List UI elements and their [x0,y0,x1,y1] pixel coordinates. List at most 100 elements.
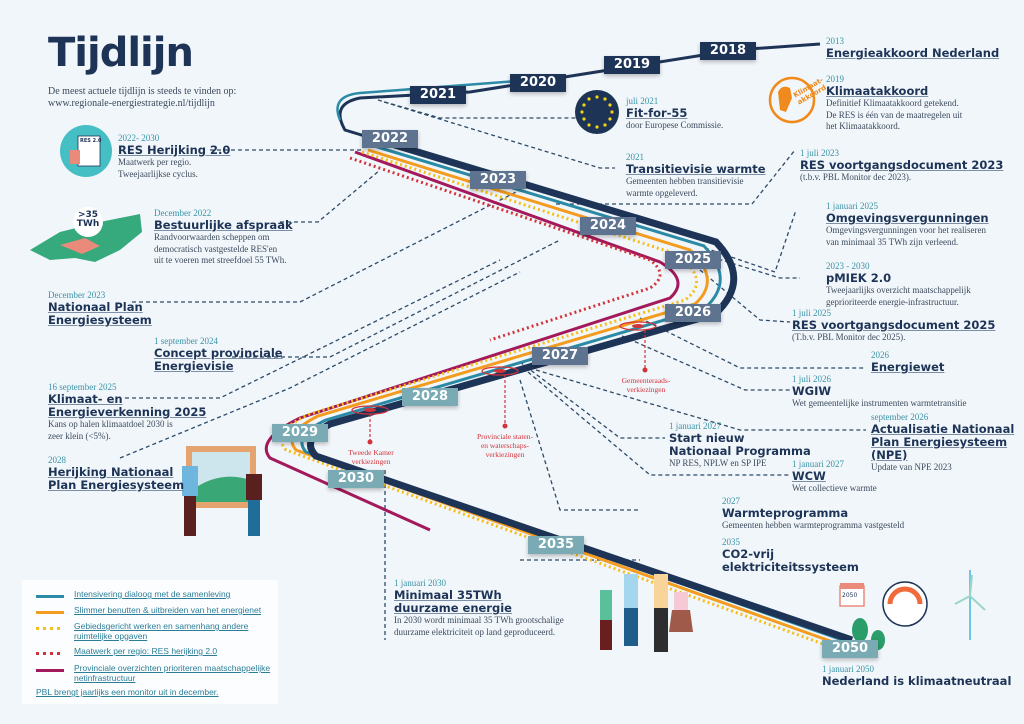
event-date: 1 juli 2025 [792,308,832,318]
event-text: Tweejaarlijks overzicht maatschappelijk [826,285,971,295]
event-text: geprioriteerde energie-infrastructuur. [826,296,959,307]
event-energiewet[interactable]: 2026 Energiewet [871,350,944,374]
election-text: verkiezingen [626,385,666,394]
event-date: 2028 [48,455,66,465]
intro-url-link[interactable]: www.regionale-energiestrategie.nl/tijdli… [48,98,215,109]
road-teal-early [336,78,531,121]
legend-item[interactable]: Maatwerk per regio: RES herijking 2.0 [36,646,217,657]
legend-label: Gebiedsgericht werken en samenhang ander… [74,621,248,641]
event-text: De RES is één van de maatregelen uit [826,109,963,120]
legend-footer-link[interactable]: PBL brengt jaarlijks een monitor uit in … [36,687,219,697]
event-text: NP RES, NPLW en SP IPE [669,458,767,468]
year-label-2027: 2027 [532,347,588,365]
eu-flag-icon [575,90,619,134]
year-label-2035: 2035 [528,536,584,554]
legend-label: Slimmer benutten & uitbreiden van het en… [74,605,262,615]
event-title-link[interactable]: Energievisie [154,359,234,373]
page-title: Tijdlijn [48,30,194,76]
event-title-link[interactable]: RES Herijking 2.0 [118,143,231,157]
event-title: Nederland is klimaatneutraal [822,674,1012,688]
event-bestuurlijke-afspraak[interactable]: December 2022 Bestuurlijke afspraak Rand… [154,208,293,267]
event-date: 1 januari 2027 [792,459,844,469]
event-title: elektriciteitssysteem [722,560,859,574]
election-text: Gemeenteraads- [621,376,671,385]
event-pmiek[interactable]: 2023 - 2030 pMIEK 2.0 Tweejaarlijks over… [826,261,971,308]
legend-label: Provinciale overzichten prioriteren maat… [74,663,270,683]
event-text: warmte opgeleverd. [626,187,698,198]
event-energieakkoord[interactable]: 2013 Energieakkoord Nederland [826,36,999,60]
event-title-link[interactable]: Herijking Nationaal [48,465,174,479]
year-label-2020: 2020 [510,74,566,92]
event-date: juli 2021 [626,96,659,106]
event-title-link[interactable]: Energiewet [871,360,945,374]
event-title-link[interactable]: RES voortgangsdocument 2023 [800,158,1004,172]
event-res-herijking[interactable]: 2022- 2030 RES Herijking 2.0 Maatwerk pe… [118,133,230,180]
legend-item[interactable]: Intensivering dialoog met de samenleving [36,589,230,600]
event-text: Kans op halen klimaatdoel 2030 is [48,419,173,429]
event-title-link[interactable]: Plan Energiesysteem [48,478,185,492]
event-start-np[interactable]: 1 januari 2027 Start nieuw Nationaal Pro… [669,421,811,470]
event-text: In 2030 wordt minimaal 35 TWh grootschal… [394,615,564,625]
event-title-link[interactable]: Nationaal Plan [48,300,143,314]
event-text: Maatwerk per regio. [118,157,192,167]
event-res-voortgang-2023[interactable]: 1 juli 2023 RES voortgangsdocument 2023 … [800,148,1003,184]
event-actualisatie-npe[interactable]: september 2026 Actualisatie Nationaal Pl… [871,412,1024,474]
event-date: 16 september 2025 [48,382,117,392]
event-title-link[interactable]: Energieakkoord Nederland [826,46,1000,60]
election-text: Provinciale staten- [476,432,534,441]
event-title-link[interactable]: duurzame energie [394,601,512,615]
election-tweede-kamer: Tweede Kamer verkiezingen [336,448,406,466]
event-concept-provinciale[interactable]: 1 september 2024 Concept provinciale Ene… [154,336,283,373]
legend-item[interactable]: Gebiedsgericht werken en samenhang ander… [36,621,248,641]
twh-badge: >35 TWh [76,211,100,229]
year-label-2022: 2022 [362,130,418,148]
event-title-link[interactable]: Plan Energiesysteem (NPE) [871,435,1008,462]
event-title-link[interactable]: RES voortgangsdocument 2025 [792,318,996,332]
event-fitfor55[interactable]: juli 2021 Fit-for-55 door Europese Commi… [626,96,723,132]
event-res-voortgang-2025[interactable]: 1 juli 2025 RES voortgangsdocument 2025 … [792,308,995,344]
event-title-link[interactable]: Omgevingsvergunningen [826,211,989,225]
event-date: 2023 - 2030 [826,261,870,271]
event-minimaal-35twh[interactable]: 1 januari 2030 Minimaal 35TWh duurzame e… [394,578,564,638]
event-herijking-npe[interactable]: 2028 Herijking Nationaal Plan Energiesys… [48,455,184,492]
election-text: en waterschaps- [480,441,530,450]
event-title-link[interactable]: Minimaal 35TWh [394,588,502,602]
event-transitievisie[interactable]: 2021 Transitievisie warmte Gemeenten heb… [626,152,766,199]
event-date: 2035 [722,537,740,547]
event-text: Tweejaarlijkse cyclus. [118,168,198,179]
event-text: zeer klein (<5%). [48,430,111,441]
event-title-link[interactable]: Actualisatie Nationaal [871,422,1015,436]
legend-item[interactable]: Provinciale overzichten prioriteren maat… [36,663,270,683]
event-title-link[interactable]: Klimaatakkoord [826,84,929,98]
event-text: door Europese Commissie. [626,120,724,130]
event-title-link[interactable]: Bestuurlijke afspraak [154,218,293,232]
event-wcw[interactable]: 1 januari 2027 WCW Wet collectieve warmt… [792,459,877,495]
legend-line-orange [36,611,64,614]
event-date: 2026 [871,350,889,360]
event-title-link[interactable]: Energieverkenning 2025 [48,405,207,419]
event-title: CO2-vrij [722,547,775,561]
klimaatakkoord-logo-icon [768,76,816,124]
event-klimaatakkoord[interactable]: 2019 Klimaatakkoord Definitief Klimaatak… [826,74,962,133]
event-warmteprogramma[interactable]: 2027 Warmteprogramma Gemeenten hebben wa… [722,496,904,532]
event-title-link[interactable]: WCW [792,469,826,483]
event-text: Wet collectieve warmte [792,483,877,493]
event-text: uit te voeren met streefdoel 55 TWh. [154,255,287,265]
event-title-link[interactable]: Fit-for-55 [626,106,688,120]
event-title: pMIEK 2.0 [826,271,892,285]
event-omgevingsvergunningen[interactable]: 1 januari 2025 Omgevingsvergunningen Omg… [826,201,989,248]
legend-item[interactable]: Slimmer benutten & uitbreiden van het en… [36,605,262,616]
event-klimaatneutraal[interactable]: 1 januari 2050 Nederland is klimaatneutr… [822,664,1011,688]
event-co2vrij[interactable]: 2035 CO2-vrij elektriciteitssysteem [722,537,859,574]
event-title-link[interactable]: Klimaat- en [48,392,123,406]
event-title-link[interactable]: Energiesysteem [48,313,152,327]
event-kev-2025[interactable]: 16 september 2025 Klimaat- en Energiever… [48,382,206,442]
event-npe-2023[interactable]: December 2023 Nationaal Plan Energiesyst… [48,290,152,327]
event-title-link[interactable]: Concept provinciale [154,346,283,360]
event-date: 1 januari 2025 [826,201,878,211]
year-label-2019: 2019 [604,56,660,74]
legend-line-teal [36,595,64,598]
event-wgiw[interactable]: 1 juli 2026 WGIW Wet gemeentelijke instr… [792,374,966,410]
event-date: December 2023 [48,290,106,300]
event-title-link[interactable]: Transitievisie warmte [626,162,766,176]
